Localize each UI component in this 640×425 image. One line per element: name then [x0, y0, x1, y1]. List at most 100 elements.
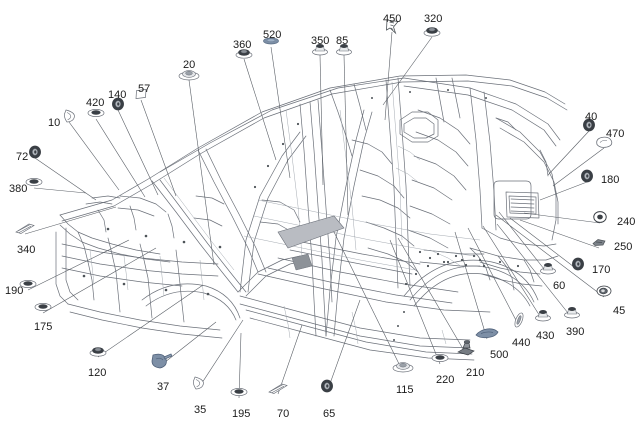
callout-label-120[interactable]: 120 [88, 367, 107, 379]
leader-line-190 [27, 239, 130, 291]
callout-label-380[interactable]: 380 [9, 183, 28, 195]
part-icon-220[interactable] [431, 354, 449, 362]
callout-label-180[interactable]: 180 [601, 174, 620, 186]
callout-label-390[interactable]: 390 [566, 326, 585, 338]
callout-label-360[interactable]: 360 [233, 39, 252, 51]
leader-line-57 [140, 99, 177, 197]
part-icon-20[interactable] [178, 70, 200, 81]
part-icon-175[interactable] [34, 303, 52, 311]
leader-line-380 [33, 187, 87, 194]
leader-line-70 [277, 324, 303, 395]
body-shell-outline [55, 74, 568, 361]
part-icon-170[interactable] [572, 257, 584, 271]
leader-line-120 [97, 284, 204, 358]
leader-line-170 [509, 217, 579, 271]
part-icon-85[interactable] [336, 44, 352, 56]
callout-label-57[interactable]: 57 [138, 83, 151, 95]
part-icon-65[interactable] [321, 379, 333, 393]
part-icon-190[interactable] [19, 280, 37, 288]
part-icon-440[interactable] [513, 312, 525, 328]
leader-line-37 [159, 321, 217, 367]
part-icon-60[interactable] [540, 263, 556, 275]
callout-label-350[interactable]: 350 [311, 35, 330, 47]
leader-line-390 [496, 223, 573, 319]
callout-label-210[interactable]: 210 [466, 367, 485, 379]
part-icon-35[interactable] [193, 376, 204, 390]
part-icon-240[interactable] [593, 211, 607, 223]
callout-label-140[interactable]: 140 [108, 89, 127, 101]
part-icon-40[interactable] [583, 118, 595, 132]
callout-label-190[interactable]: 190 [5, 285, 24, 297]
callout-label-60[interactable]: 60 [553, 280, 566, 292]
part-icon-45[interactable] [596, 285, 612, 297]
body-shell-detail-lines [89, 81, 481, 345]
callout-label-320[interactable]: 320 [424, 13, 443, 25]
leader-line-60 [498, 211, 549, 275]
callout-label-500[interactable]: 500 [490, 349, 509, 361]
part-icon-180[interactable] [581, 169, 593, 183]
leader-line-195 [238, 332, 242, 399]
shaded-cowl-patch [291, 253, 313, 271]
callout-label-65[interactable]: 65 [323, 408, 336, 420]
part-icon-380[interactable] [25, 178, 43, 186]
leader-line-450 [384, 31, 393, 121]
callout-label-220[interactable]: 220 [436, 374, 455, 386]
part-icon-470[interactable] [596, 136, 613, 148]
part-icon-320[interactable] [423, 27, 441, 37]
leader-line-20 [188, 79, 215, 266]
callout-label-250[interactable]: 250 [614, 241, 633, 253]
shaded-floor-panel [277, 215, 345, 249]
callout-label-20[interactable]: 20 [183, 59, 196, 71]
part-icon-140[interactable] [112, 97, 124, 111]
part-icon-420[interactable] [87, 109, 105, 117]
part-icon-70[interactable] [268, 383, 288, 394]
part-icon-390[interactable] [564, 307, 580, 319]
callout-label-450[interactable]: 450 [383, 13, 402, 25]
part-icon-520[interactable] [263, 37, 279, 45]
part-icon-10[interactable] [64, 109, 75, 123]
callout-label-430[interactable]: 430 [536, 330, 555, 342]
part-icon-450[interactable] [386, 19, 399, 35]
leader-line-350 [319, 54, 324, 186]
part-icon-37[interactable] [151, 353, 173, 369]
leader-line-470 [552, 147, 605, 187]
callout-label-45[interactable]: 45 [613, 305, 626, 317]
part-icon-210[interactable] [457, 340, 475, 356]
callout-label-35[interactable]: 35 [194, 404, 207, 416]
part-icon-57[interactable] [135, 88, 147, 100]
callout-label-40[interactable]: 40 [585, 111, 598, 123]
callout-label-175[interactable]: 175 [34, 321, 53, 333]
leader-line-175 [42, 247, 157, 314]
callout-label-85[interactable]: 85 [336, 35, 349, 47]
part-icon-360[interactable] [235, 49, 253, 59]
callout-label-420[interactable]: 420 [86, 97, 105, 109]
callout-label-340[interactable]: 340 [17, 244, 36, 256]
callout-label-10[interactable]: 10 [48, 117, 61, 129]
callout-label-440[interactable]: 440 [512, 337, 531, 349]
leader-line-220 [389, 239, 441, 365]
leader-line-360 [243, 58, 277, 161]
part-icon-340[interactable] [15, 223, 35, 234]
part-icon-250[interactable] [592, 239, 606, 246]
callout-label-170[interactable]: 170 [592, 264, 611, 276]
part-icon-120[interactable] [89, 347, 107, 357]
part-icon-430[interactable] [535, 310, 551, 322]
part-icon-500[interactable] [475, 328, 499, 339]
part-icon-115[interactable] [392, 362, 414, 373]
callout-label-70[interactable]: 70 [277, 408, 290, 420]
callout-label-72[interactable]: 72 [16, 151, 29, 163]
part-icon-72[interactable] [29, 145, 41, 159]
callout-label-195[interactable]: 195 [232, 408, 251, 420]
leader-line-500 [454, 231, 488, 340]
part-icon-350[interactable] [312, 44, 328, 56]
leader-line-10 [68, 121, 120, 191]
leader-line-240 [523, 212, 601, 224]
callout-label-37[interactable]: 37 [157, 381, 170, 393]
callout-label-240[interactable]: 240 [617, 216, 636, 228]
callout-label-520[interactable]: 520 [263, 29, 282, 41]
leader-line-72 [34, 157, 97, 201]
callout-label-115[interactable]: 115 [396, 384, 414, 396]
callout-label-470[interactable]: 470 [606, 128, 625, 140]
part-icon-195[interactable] [230, 388, 248, 396]
